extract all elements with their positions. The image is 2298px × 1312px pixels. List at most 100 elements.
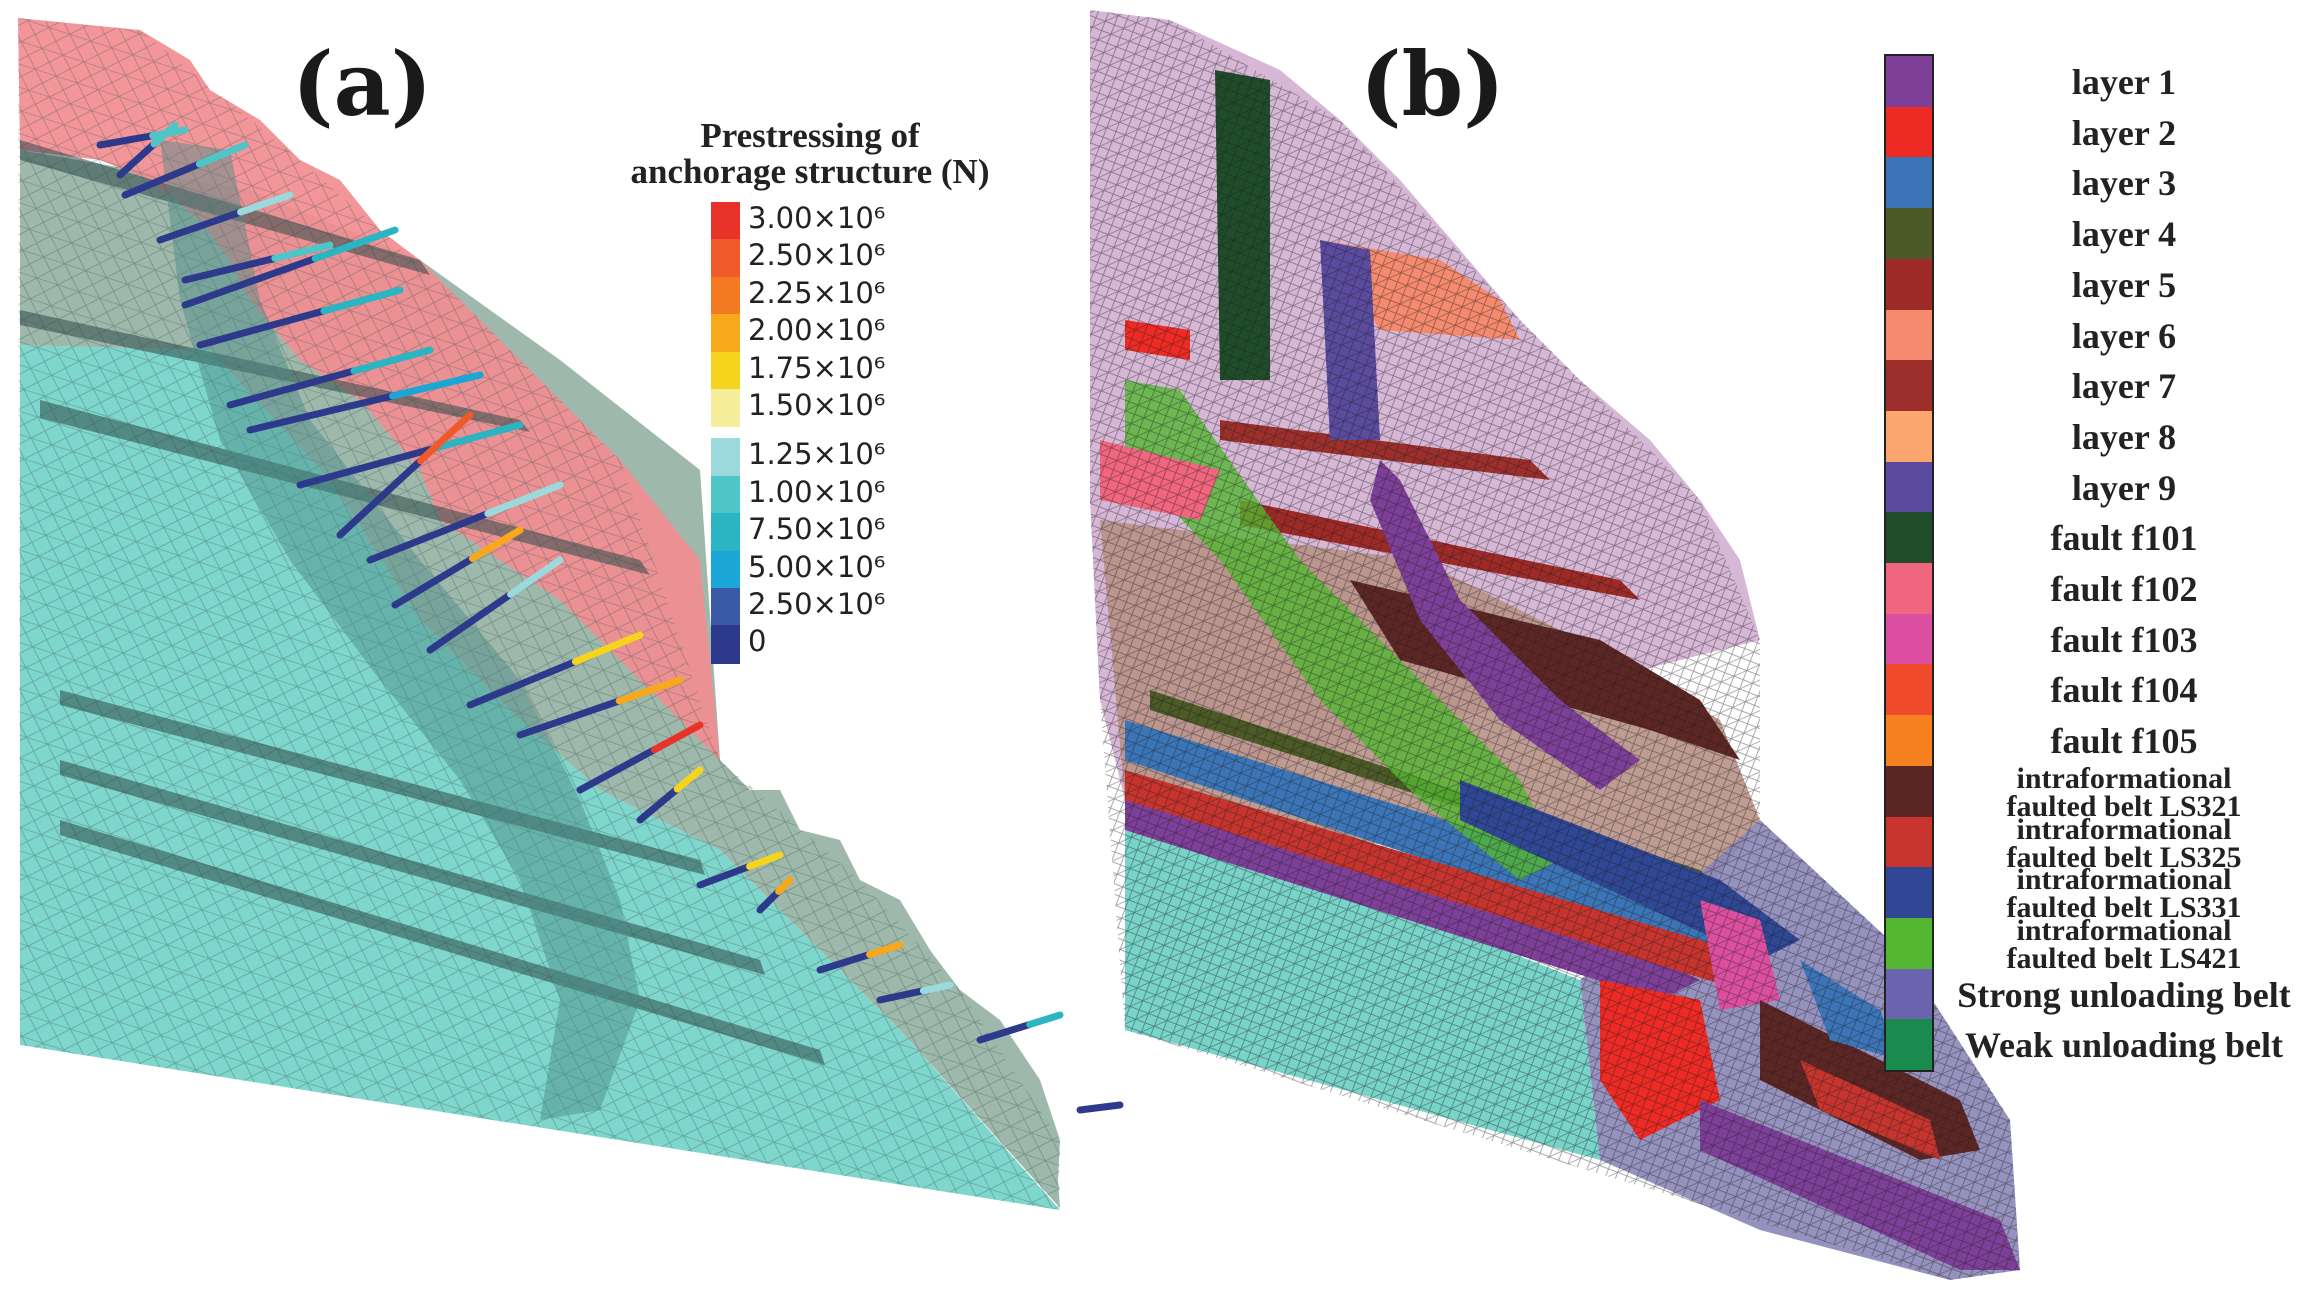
material-legend-swatch xyxy=(1886,258,1932,310)
anchor-bar-head xyxy=(150,121,179,148)
anchor-bar xyxy=(576,746,658,794)
material-legend-label-line2: faulted belt LS421 xyxy=(2006,941,2242,975)
anchor-bar xyxy=(121,160,203,199)
anchor-bar xyxy=(876,987,927,1004)
prestress-legend-label: 2.50×10⁶ xyxy=(748,238,886,273)
anchor-bar-head xyxy=(237,191,294,216)
fault-bands xyxy=(20,140,825,1065)
material-legend-label-line2: faulted belt LS331 xyxy=(2006,891,2242,925)
anchor-bar xyxy=(366,510,492,564)
material-legend-label: layer 1 xyxy=(2071,62,2177,102)
prestress-legend-swatch xyxy=(711,389,740,428)
anchor-bar-head xyxy=(389,371,484,400)
prestress-legend-label: 1.75×10⁶ xyxy=(748,350,886,385)
anchor-bar xyxy=(696,862,754,889)
prestress-legend-swatch xyxy=(711,550,740,589)
anchor-bar-head xyxy=(866,941,904,958)
material-legend-label: layer 8 xyxy=(2071,416,2177,457)
prestress-legend-label: 2.00×10⁶ xyxy=(748,313,886,348)
anchor-bar-head xyxy=(311,226,399,262)
anchor-bar xyxy=(246,392,397,434)
prestress-legend-label: 3.00×10⁶ xyxy=(748,201,886,235)
anchor-bar-head xyxy=(571,631,644,666)
prestress-legend-label: 1.00×10⁶ xyxy=(748,474,886,509)
anchor-bar-head xyxy=(746,851,784,870)
anchor-bar xyxy=(426,590,515,654)
anchor-bar-head xyxy=(195,141,249,168)
material-legend-swatch xyxy=(1886,512,1932,564)
material-legend-swatch xyxy=(1886,917,1932,970)
material-legend-label: Strong unloading belt xyxy=(1957,974,2291,1015)
prestress-legend-label: 1.25×10⁶ xyxy=(748,437,886,472)
material-legend-label: fault f102 xyxy=(2050,569,2198,609)
anchor-bars xyxy=(96,121,1124,1114)
prestress-legend-swatch xyxy=(711,438,740,477)
anchor-bar xyxy=(226,367,358,409)
material-legend-swatch xyxy=(1886,816,1932,868)
material-legend-swatch xyxy=(1886,106,1932,158)
prestress-legend-swatch xyxy=(711,351,740,390)
prestress-legend-swatch xyxy=(711,625,740,664)
panel-b-label: (b) xyxy=(1360,32,1505,136)
material-legend-swatch xyxy=(1886,157,1932,209)
material-legend-label-line1: intraformational xyxy=(2016,812,2232,846)
material-legend-label-line2: faulted belt LS321 xyxy=(2006,789,2242,823)
material-legend-label: layer 4 xyxy=(2071,214,2177,255)
anchor-bar-head xyxy=(775,876,794,895)
material-legend-label: layer 7 xyxy=(2071,366,2177,407)
anchor-bar-head xyxy=(350,346,434,375)
material-legend-swatch xyxy=(1886,968,1932,1020)
material-legend-swatch xyxy=(1886,56,1932,108)
material-legend-swatch xyxy=(1886,208,1932,260)
anchor-bar-head xyxy=(432,421,524,452)
material-legend-label: fault f105 xyxy=(2050,721,2198,762)
anchor-bar-head xyxy=(615,676,684,705)
anchor-bar xyxy=(976,1021,1034,1044)
anchor-bar-head xyxy=(417,411,474,465)
material-legend-label-line2: faulted belt LS325 xyxy=(2006,840,2242,874)
anchor-bar xyxy=(96,132,157,149)
anchor-bar xyxy=(516,697,623,739)
anchor-bar xyxy=(466,658,579,709)
material-legend-label-line1: intraformational xyxy=(2016,761,2232,795)
anchor-bar xyxy=(816,951,874,974)
material-legend-swatch xyxy=(1886,613,1932,665)
panel-a-label: (a) xyxy=(292,32,433,136)
material-legend-swatch xyxy=(1886,867,1932,919)
anchor-bar xyxy=(181,255,319,309)
material-legend-label: layer 9 xyxy=(2071,467,2177,508)
anchor-bar xyxy=(391,555,476,609)
prestress-legend-swatch xyxy=(711,276,740,316)
prestress-legend-swatch xyxy=(711,202,740,241)
prestress-legend-swatch xyxy=(711,588,740,627)
prestress-legend-label: 2.50×10⁶ xyxy=(748,587,886,621)
anchor-bar-head xyxy=(919,981,954,995)
anchor-bar-head xyxy=(650,721,704,754)
material-legend-label: fault f104 xyxy=(2050,670,2198,711)
material-legend-swatch xyxy=(1886,461,1932,513)
material-legend-label: layer 2 xyxy=(2071,112,2177,153)
material-legend-label: layer 6 xyxy=(2071,315,2177,356)
prestress-legend-swatch xyxy=(711,513,740,552)
material-legend-swatch xyxy=(1886,715,1932,767)
prestress-legend-swatch xyxy=(711,475,740,515)
prestress-legend-label: 2.25×10⁶ xyxy=(748,275,886,310)
anchor-bar xyxy=(336,457,425,539)
material-legend-swatch-column xyxy=(1884,54,1934,1072)
prestress-legend-title-line1: Prestressing of xyxy=(700,116,920,155)
anchor-bar xyxy=(1076,1103,1109,1114)
anchor-bar-head xyxy=(484,481,564,517)
anchor-bar xyxy=(116,140,158,179)
anchor-bar-head xyxy=(271,241,334,262)
material-legend-label-line1: intraformational xyxy=(2016,863,2232,897)
material-legend-label: fault f103 xyxy=(2050,619,2198,660)
material-legend-swatch xyxy=(1886,410,1932,463)
prestress-legend-label: 1.50×10⁶ xyxy=(748,388,886,422)
prestress-legend-swatch xyxy=(711,239,740,278)
material-legend-swatch xyxy=(1886,360,1932,412)
prestress-legend-label: 7.50×10⁶ xyxy=(748,512,886,547)
vertical-belt xyxy=(160,140,640,1120)
